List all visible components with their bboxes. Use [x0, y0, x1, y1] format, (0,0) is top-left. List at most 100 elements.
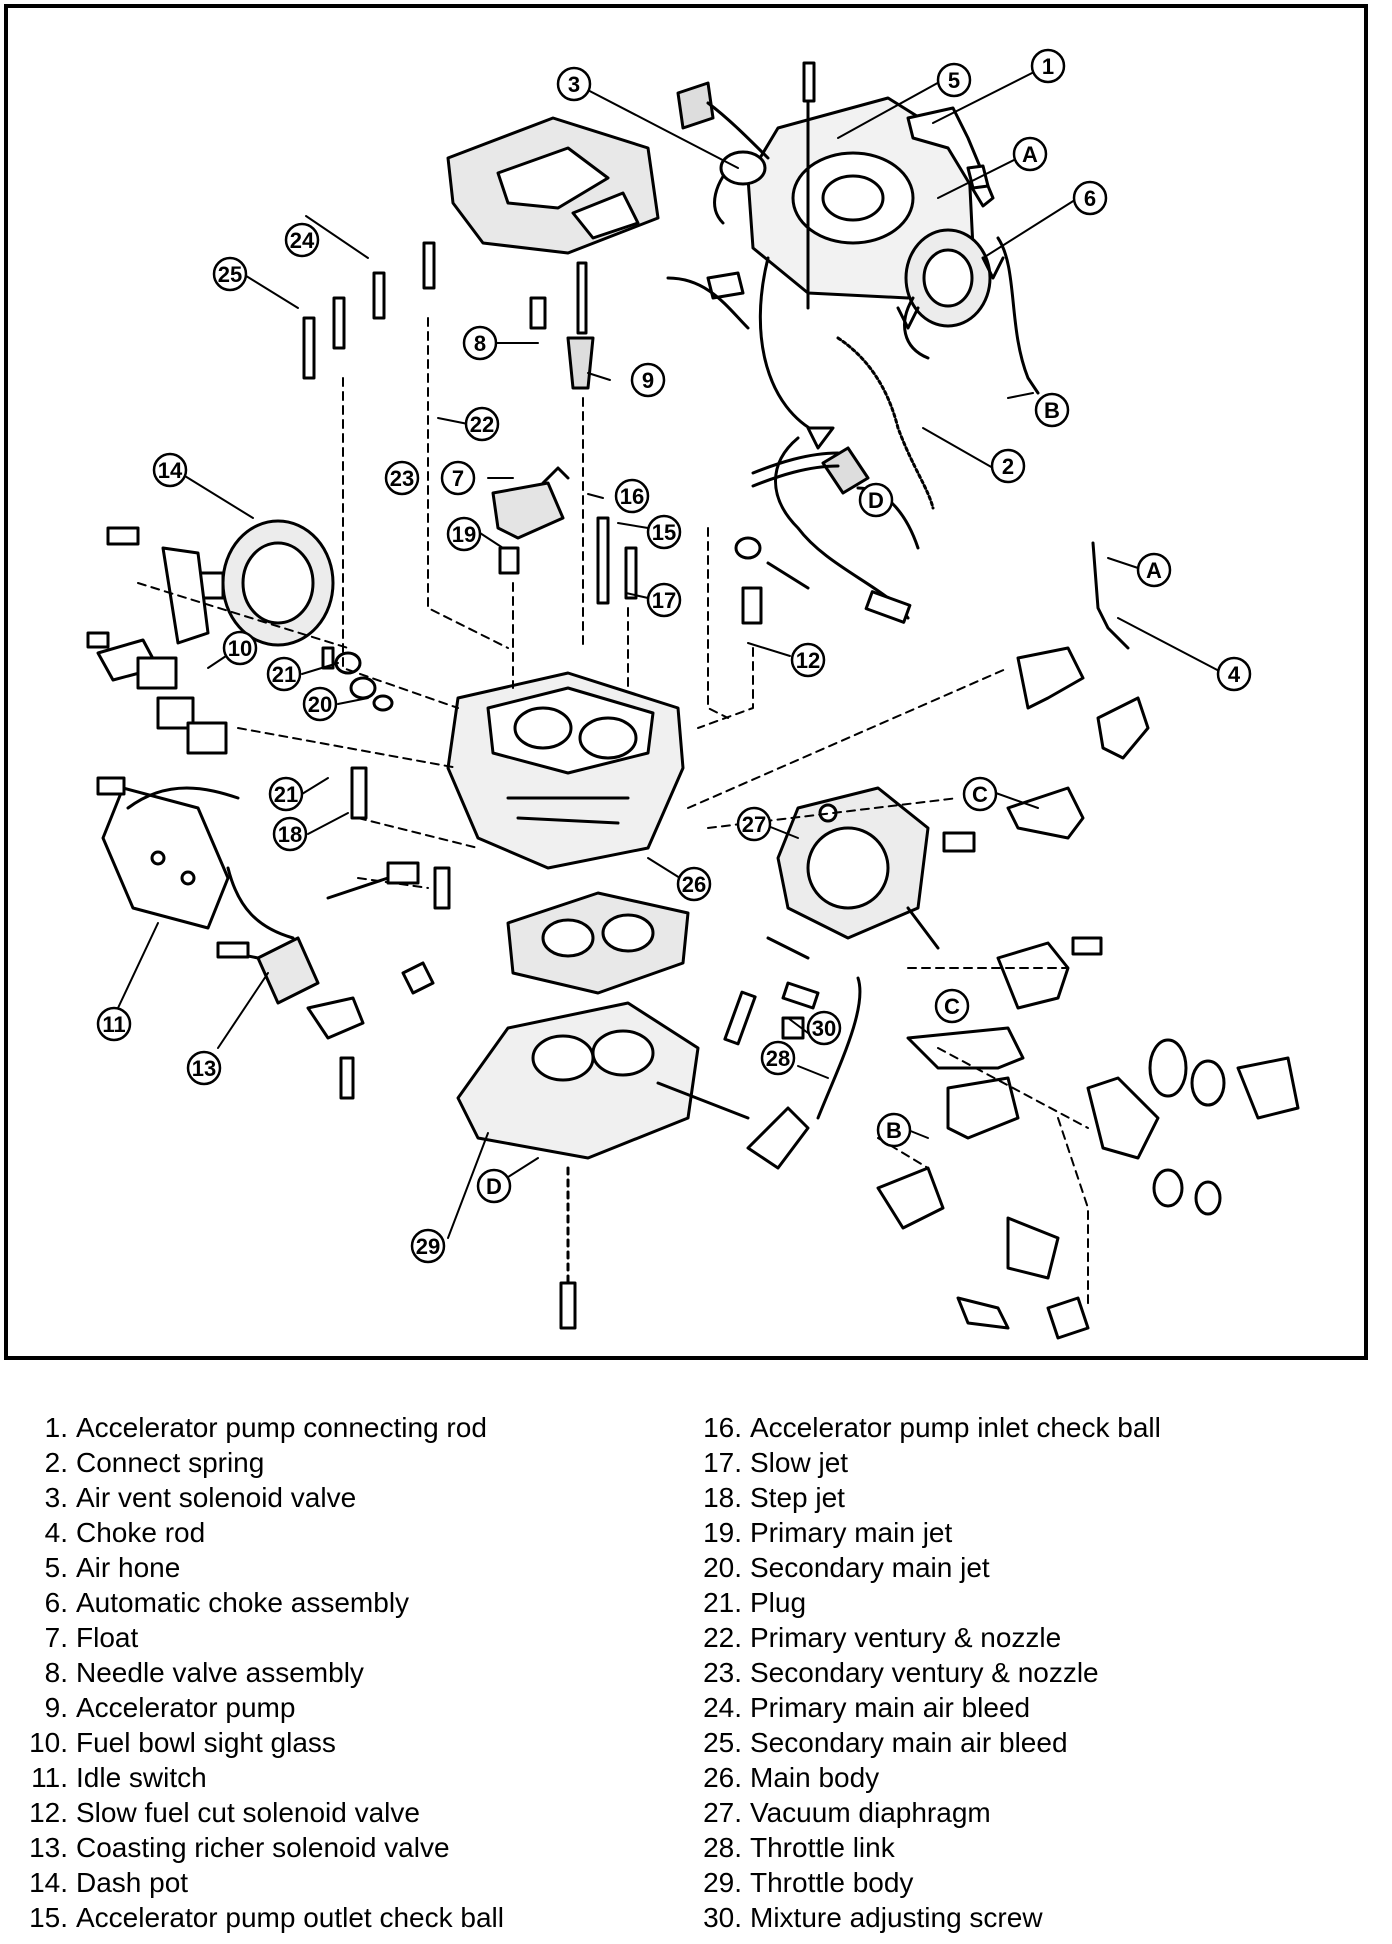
legend-item: 13.Coasting richer solenoid valve: [29, 1832, 450, 1863]
callout-28: 28: [760, 1040, 796, 1076]
callout-21: 21: [266, 656, 302, 692]
callout-19: 19: [446, 516, 482, 552]
legend-column-right: 16.Accelerator pump inlet check ball 17.…: [680, 1410, 1392, 1935]
callout-5: 5: [936, 62, 972, 98]
legend-item: 5.Air hone: [44, 1552, 181, 1583]
svg-text:13: 13: [192, 1056, 216, 1081]
callout-11: 11: [96, 1006, 132, 1042]
svg-text:3: 3: [568, 72, 580, 97]
callout-26: 26: [676, 866, 712, 902]
svg-text:8: 8: [474, 331, 486, 356]
legend-item: 8.Needle valve assembly: [44, 1657, 364, 1688]
callout-25: 25: [212, 256, 248, 292]
legend-item: 6.Automatic choke assembly: [44, 1587, 410, 1618]
svg-text:B: B: [1044, 398, 1060, 423]
callout-24: 24: [284, 222, 320, 258]
legend-item: 12.Slow fuel cut solenoid valve: [29, 1797, 420, 1828]
legend-item: 22.Primary ventury & nozzle: [703, 1622, 1062, 1653]
legend-item: 3.Air vent solenoid valve: [44, 1482, 357, 1513]
svg-text:C: C: [972, 782, 988, 807]
svg-text:9: 9: [642, 368, 654, 393]
svg-text:28: 28: [766, 1046, 790, 1071]
svg-text:21: 21: [274, 782, 298, 807]
svg-text:25: 25: [218, 262, 242, 287]
legend-item: 4.Choke rod: [44, 1517, 206, 1548]
legend-item: 17.Slow jet: [703, 1447, 849, 1478]
svg-text:11: 11: [102, 1012, 125, 1037]
svg-text:30: 30: [812, 1016, 836, 1041]
svg-text:24: 24: [290, 228, 315, 253]
svg-text:D: D: [868, 488, 884, 513]
svg-text:22: 22: [470, 412, 494, 437]
ref-d-bottom: D: [476, 1168, 512, 1204]
legend-item: 26.Main body: [703, 1762, 880, 1793]
svg-text:15: 15: [652, 520, 676, 545]
svg-text:6: 6: [1084, 186, 1096, 211]
legend-item: 16.Accelerator pump inlet check ball: [703, 1412, 1161, 1443]
automatic-choke-assembly: [903, 228, 1040, 395]
svg-text:D: D: [486, 1174, 502, 1199]
callout-23: 23: [384, 460, 420, 496]
throttle-body: [456, 1001, 750, 1330]
ref-c-top: C: [962, 776, 998, 812]
exploded-carburetor-diagram: 1 2 3 4 5 6 7 8 9 10 11 12 13 14 15 16 1…: [86, 48, 1300, 1340]
legend-item: 19.Primary main jet: [703, 1517, 953, 1548]
callout-2: 2: [990, 448, 1026, 484]
callout-6: 6: [1072, 180, 1108, 216]
svg-text:21: 21: [272, 662, 296, 687]
legend-item: 1.Accelerator pump connecting rod: [44, 1412, 487, 1443]
air-horn-assembly: [666, 61, 975, 330]
legend-item: 23.Secondary ventury & nozzle: [703, 1657, 1099, 1688]
legend-item: 15.Accelerator pump outlet check ball: [29, 1902, 504, 1933]
callout-3: 3: [556, 66, 592, 102]
legend-item: 2.Connect spring: [44, 1447, 265, 1478]
svg-text:4: 4: [1228, 662, 1241, 687]
svg-text:26: 26: [682, 872, 706, 897]
legend-item: 11.Idle switch: [31, 1762, 207, 1793]
svg-text:2: 2: [1002, 454, 1014, 479]
fuel-bowl-sight-glass: [96, 638, 228, 755]
callout-7: 7: [440, 460, 476, 496]
callout-14: 14: [152, 452, 188, 488]
legend-item: 30.Mixture adjusting screw: [703, 1902, 1043, 1933]
svg-text:20: 20: [308, 692, 332, 717]
svg-text:1: 1: [1042, 54, 1054, 79]
legend-item: 21.Plug: [703, 1587, 807, 1618]
svg-text:A: A: [1022, 142, 1038, 167]
throttle-link-rod: [816, 976, 862, 1120]
legend-item: 14.Dash pot: [29, 1867, 189, 1898]
callout-4: 4: [1216, 656, 1252, 692]
svg-text:10: 10: [228, 636, 252, 661]
callout-13: 13: [186, 1050, 222, 1086]
idle-switch: [101, 786, 295, 940]
ref-b-bottom: B: [876, 1112, 912, 1148]
callout-12: 12: [790, 642, 826, 678]
svg-text:B: B: [886, 1118, 902, 1143]
svg-text:5: 5: [948, 68, 960, 93]
callout-30: 30: [806, 1010, 842, 1046]
legend-item: 27.Vacuum diaphragm: [703, 1797, 991, 1828]
legend-item: 29.Throttle body: [703, 1867, 914, 1898]
choke-rod: [1016, 541, 1150, 760]
callout-18: 18: [272, 816, 308, 852]
callout-20: 20: [302, 686, 338, 722]
part-callouts: 1 2 3 4 5 6 7 8 9 10 11 12 13 14 15 16 1…: [96, 48, 1252, 1264]
callout-29: 29: [410, 1228, 446, 1264]
ref-a-right: A: [1136, 552, 1172, 588]
svg-text:14: 14: [158, 458, 183, 483]
callout-15: 15: [646, 514, 682, 550]
diagram-frame: 1 2 3 4 5 6 7 8 9 10 11 12 13 14 15 16 1…: [4, 4, 1368, 1360]
legend-item: 18.Step jet: [703, 1482, 845, 1513]
legend-item: 24.Primary main air bleed: [703, 1692, 1031, 1723]
ref-d-top: D: [858, 482, 894, 518]
float: [491, 466, 570, 540]
top-gasket: [446, 116, 660, 255]
legend-item: 20.Secondary main jet: [703, 1552, 990, 1583]
small-parts: [86, 241, 1103, 1100]
callout-8: 8: [462, 325, 498, 361]
middle-gasket: [506, 891, 690, 995]
svg-text:12: 12: [796, 648, 820, 673]
legend-item: 9.Accelerator pump: [44, 1692, 296, 1723]
assembly-guide-lines: [137, 317, 1089, 1309]
callout-27: 27: [736, 806, 772, 842]
